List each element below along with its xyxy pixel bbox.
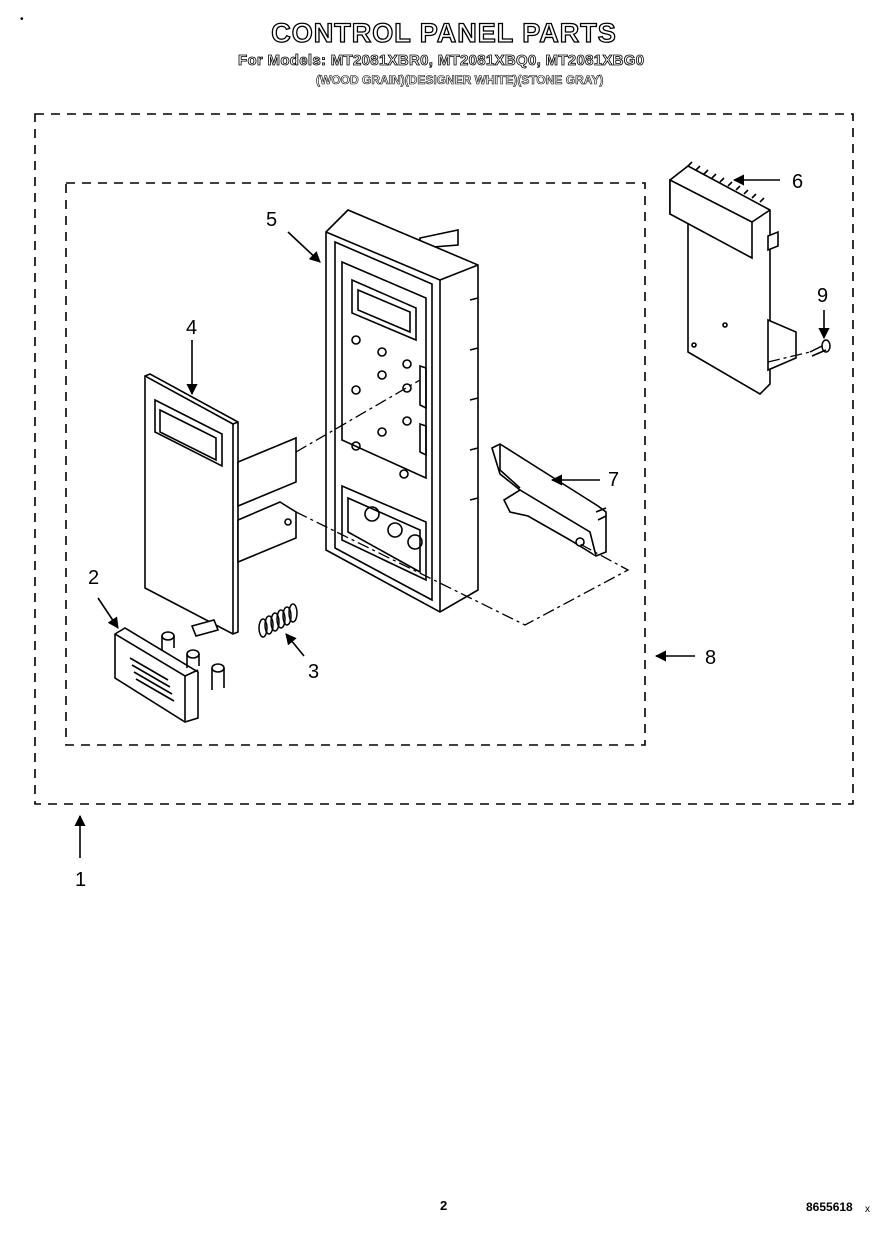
page-number: 2	[440, 1198, 448, 1213]
callout-1: 1	[75, 869, 87, 891]
leader-arrows	[74, 174, 830, 858]
callout-2: 2	[88, 567, 100, 589]
push-button-knob	[114, 627, 225, 723]
callout-9: 9	[817, 285, 829, 307]
mounting-screw	[809, 339, 831, 357]
coil-spring	[258, 603, 298, 638]
models-description: (WOOD GRAIN)(DESIGNER WHITE)(STONE GRAY)	[316, 73, 604, 88]
callout-8: 8	[705, 647, 717, 669]
callout-6: 6	[792, 171, 804, 193]
corner-mark: •	[20, 14, 24, 25]
models-line: For Models: MT2081XBR0, MT2081XBQ0, MT20…	[238, 52, 645, 70]
leader-3	[285, 633, 305, 657]
callout-3: 3	[308, 661, 320, 683]
footer-mark: x	[865, 1204, 870, 1215]
control-panel-housing	[325, 209, 479, 613]
outer-assembly-boundary	[34, 113, 854, 805]
inner-assembly-boundary	[65, 182, 646, 746]
latch-bracket	[491, 443, 607, 557]
display-window-panel	[144, 373, 297, 637]
page-title: CONTROL PANEL PARTS	[271, 17, 617, 48]
document-number: 8655618	[806, 1200, 853, 1214]
circuit-board	[669, 161, 797, 396]
callout-7: 7	[608, 469, 620, 491]
callout-5: 5	[266, 209, 278, 231]
alignment-lines	[295, 351, 811, 626]
leader-5	[287, 231, 321, 263]
callout-4: 4	[186, 317, 198, 339]
leader-2	[97, 597, 119, 629]
